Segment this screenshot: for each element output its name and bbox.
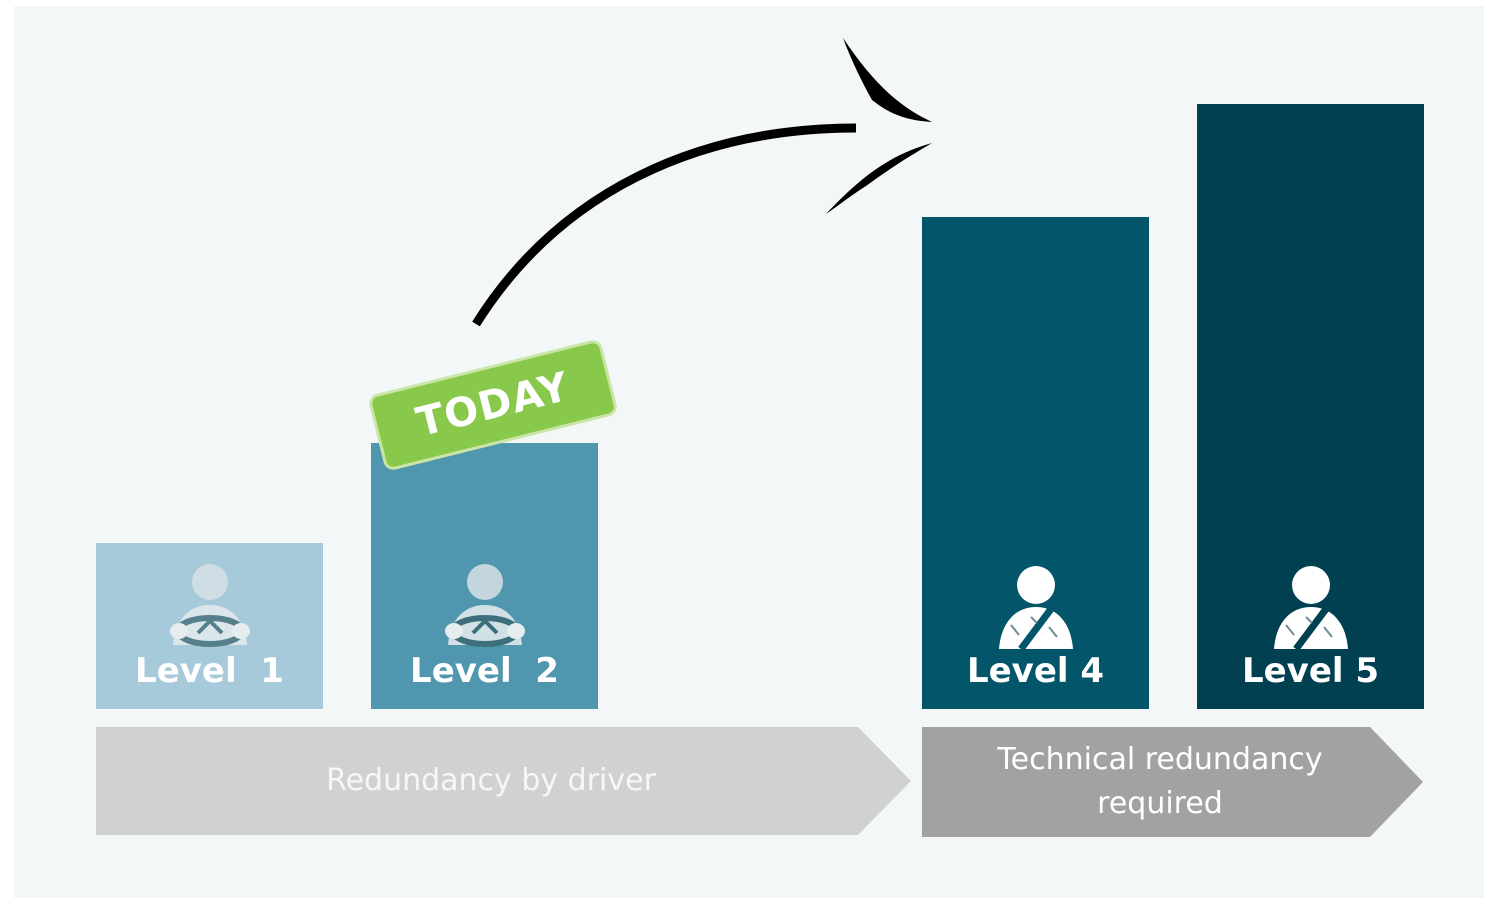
technical-redundancy-label: Technical redundancy required [922, 738, 1398, 826]
driver-steering-wheel-icon [444, 564, 525, 647]
driver-redundancy-arrow [96, 727, 911, 835]
driver-redundancy-label: Redundancy by driver [326, 763, 656, 798]
level-4-label: Level 4 [966, 651, 1105, 691]
technical-redundancy-line-1: Technical redundancy [997, 742, 1323, 777]
technical-redundancy-line-2: required [1097, 786, 1223, 821]
level-1-label: Level 1 [135, 651, 284, 691]
passenger-seatbelt-icon [1273, 566, 1348, 652]
level-5-label: Level 5 [1241, 651, 1380, 691]
level-1-bar: Level 1 [96, 543, 323, 709]
technical-redundancy-arrow [922, 727, 1423, 837]
level-5-bar: Level 5 [1197, 104, 1424, 709]
passenger-seatbelt-icon [998, 566, 1073, 652]
level-4-bar: Level 4 [922, 217, 1149, 709]
level-2-label: Level 2 [410, 651, 559, 691]
driver-steering-wheel-icon [169, 564, 250, 647]
level-2-bar: Level 2 [371, 443, 598, 709]
